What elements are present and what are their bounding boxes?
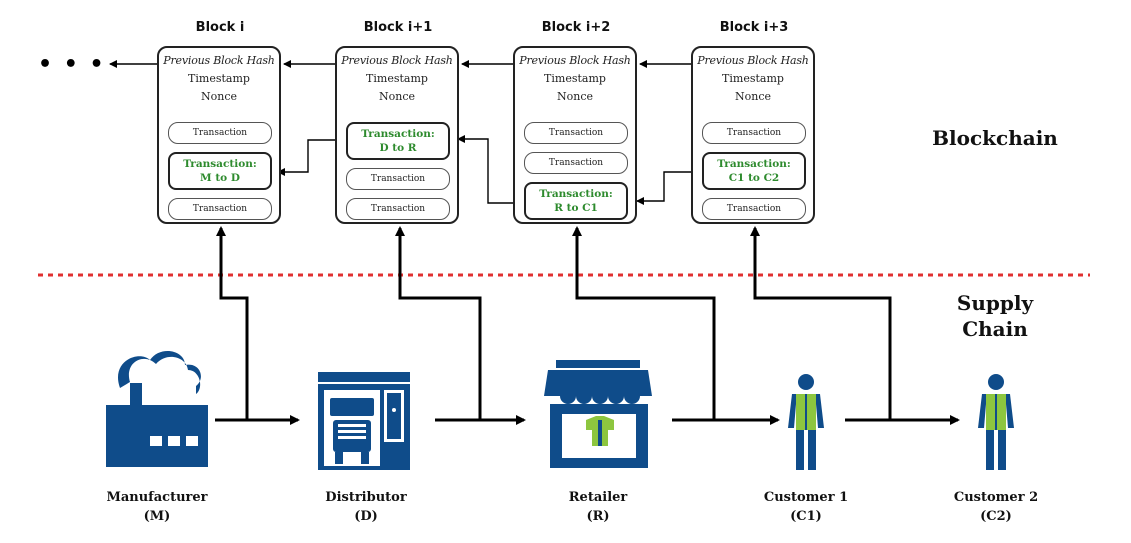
actor-label-manufacturer: Manufacturer (M) (77, 488, 237, 526)
block-title: Block i (195, 20, 245, 35)
nonce-field: Nonce (378, 90, 415, 103)
block-title: Block i+1 (363, 20, 433, 35)
store-icon (544, 360, 652, 468)
actor-abbr: (C2) (980, 509, 1012, 524)
transaction: Transaction (346, 198, 450, 220)
actor-abbr: (M) (143, 509, 171, 524)
transaction: Transaction (702, 198, 806, 220)
nonce-field: Nonce (200, 90, 237, 103)
tx-label: Transaction: (717, 158, 791, 170)
highlighted-transaction: Transaction: M to D (168, 152, 272, 190)
factory-icon (106, 350, 208, 467)
block-card: Previous Block Hash Timestamp Nonce Tran… (157, 46, 281, 224)
block-card: Previous Block Hash Timestamp Nonce Tran… (335, 46, 459, 224)
actor-label-retailer: Retailer (R) (518, 488, 678, 526)
transaction: Transaction (524, 122, 628, 144)
timestamp-field: Timestamp (544, 72, 606, 85)
actor-abbr: (C1) (790, 509, 822, 524)
supply-chain-label-line: Chain (962, 317, 1028, 341)
block-card: Previous Block Hash Timestamp Nonce Tran… (691, 46, 815, 224)
prev-hash-field: Previous Block Hash (519, 54, 631, 67)
truck-depot-icon (318, 372, 410, 470)
timestamp-field: Timestamp (722, 72, 784, 85)
tx-parties: M to D (200, 172, 240, 184)
transaction: Transaction (702, 122, 806, 144)
tx-label: Transaction: (183, 158, 257, 170)
timestamp-field: Timestamp (366, 72, 428, 85)
prev-hash-field: Previous Block Hash (163, 54, 275, 67)
tx-parties: D to R (379, 142, 417, 154)
actor-name: Retailer (568, 490, 628, 505)
highlighted-transaction: Transaction: C1 to C2 (702, 152, 806, 190)
transaction: Transaction (168, 198, 272, 220)
nonce-field: Nonce (734, 90, 771, 103)
tx-link-arrow (636, 171, 701, 205)
supply-chain-label-line: Supply (956, 291, 1034, 315)
tx-label: Transaction: (361, 128, 435, 140)
prev-hash-field: Previous Block Hash (697, 54, 809, 67)
actor-name: Distributor (325, 490, 407, 505)
actor-label-customer-1: Customer 1 (C1) (726, 488, 886, 526)
actor-abbr: (D) (354, 509, 378, 524)
record-arrow (750, 226, 892, 420)
actor-name: Customer 1 (763, 490, 849, 505)
block-title: Block i+2 (541, 20, 611, 35)
prev-hash-field: Previous Block Hash (341, 54, 453, 67)
actor-name: Customer 2 (953, 490, 1039, 505)
actor-label-customer-2: Customer 2 (C2) (916, 488, 1076, 526)
tx-link-arrow (457, 135, 523, 204)
tx-parties: R to C1 (554, 202, 598, 214)
nonce-field: Nonce (556, 90, 593, 103)
actor-abbr: (R) (586, 509, 610, 524)
timestamp-field: Timestamp (188, 72, 250, 85)
block-card: Previous Block Hash Timestamp Nonce Tran… (513, 46, 637, 224)
blockchain-section-label: Blockchain (932, 126, 1058, 150)
supply-chain-section-label: Supply Chain (930, 290, 1060, 342)
block-title: Block i+3 (719, 20, 789, 35)
person-icon (978, 374, 1014, 470)
tx-link-arrow (277, 139, 345, 176)
tx-parties: C1 to C2 (728, 172, 780, 184)
highlighted-transaction: Transaction: D to R (346, 122, 450, 160)
person-icon (788, 374, 824, 470)
highlighted-transaction: Transaction: R to C1 (524, 182, 628, 220)
actor-label-distributor: Distributor (D) (286, 488, 446, 526)
record-arrow (395, 226, 482, 420)
chain-ellipsis: • • • (38, 52, 106, 77)
transaction: Transaction (346, 168, 450, 190)
record-arrow (216, 226, 249, 420)
record-arrow (572, 226, 716, 420)
tx-label: Transaction: (539, 188, 613, 200)
actor-name: Manufacturer (106, 490, 208, 505)
transaction: Transaction (168, 122, 272, 144)
transaction: Transaction (524, 152, 628, 174)
